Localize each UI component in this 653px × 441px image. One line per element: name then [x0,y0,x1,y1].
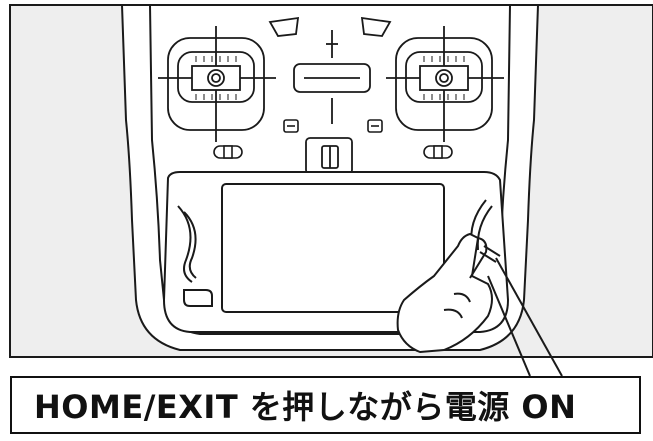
caption-text: HOME/EXIT を押しながら電源 ON [34,388,577,426]
small-controls [213,119,453,159]
top-buttons [268,16,392,124]
caption-box: HOME/EXIT を押しながら電源 ON [10,376,641,434]
left-stick-icon [158,26,276,142]
home-exit-button-icon [305,137,353,175]
right-stick-icon [386,26,504,142]
pointing-hand-icon [396,233,501,353]
